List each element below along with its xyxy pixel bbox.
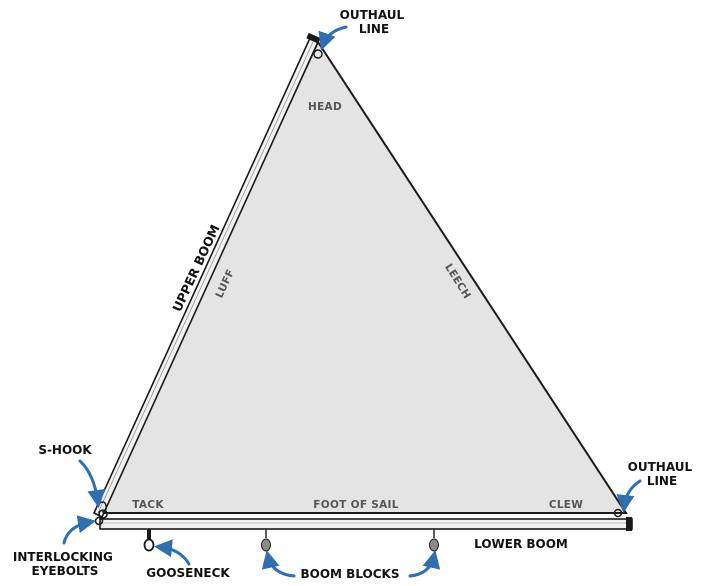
outhaul-ring-head <box>313 49 323 59</box>
label-interlocking-eyebolts-2: EYEBOLTS <box>32 564 99 578</box>
label-outhaul-line-top: OUTHAUL LINE <box>340 8 409 36</box>
label-outhaul-line-top-2: LINE <box>359 22 389 36</box>
arrow-s-hook <box>78 459 106 508</box>
label-outhaul-line-top-1: OUTHAUL <box>340 8 405 22</box>
label-outhaul-line-right-1: OUTHAUL <box>628 460 693 474</box>
sail-label-clew: CLEW <box>549 499 583 511</box>
upper-boom-highlight <box>97 41 314 514</box>
label-interlocking-eyebolts: INTERLOCKING EYEBOLTS <box>13 550 117 578</box>
arrow-boom-block-left <box>261 550 296 578</box>
arrow-outhaul-right <box>616 479 642 513</box>
label-interlocking-eyebolts-1: INTERLOCKING <box>13 550 113 564</box>
label-outhaul-line-right: OUTHAUL LINE <box>628 460 697 488</box>
lower-boom-end-cap <box>626 517 632 531</box>
arrow-gooseneck <box>154 539 191 566</box>
label-s-hook: S-HOOK <box>38 443 92 457</box>
arrow-boom-block-right <box>408 550 441 578</box>
gooseneck <box>143 538 155 552</box>
lower-boom <box>99 518 633 530</box>
label-lower-boom: LOWER BOOM <box>474 537 568 551</box>
upper-boom-end-cap <box>306 32 321 44</box>
interlocking-eyebolt <box>98 509 108 519</box>
label-boom-blocks: BOOM BLOCKS <box>301 567 400 581</box>
sail <box>99 39 628 514</box>
boom-block-sheave <box>429 538 439 552</box>
arrow-outhaul-top <box>318 25 348 51</box>
sail-label-head: HEAD <box>308 101 342 113</box>
boom-block <box>261 529 271 552</box>
gooseneck-post <box>147 529 151 540</box>
boom-block-sheave <box>261 538 271 552</box>
sail-label-tack: TACK <box>132 499 164 511</box>
label-outhaul-line-right-2: LINE <box>647 474 677 488</box>
sail-label-foot: FOOT OF SAIL <box>313 499 398 511</box>
boom-block <box>429 529 439 552</box>
arrow-interlocking-eyebolts <box>62 515 96 545</box>
label-gooseneck: GOOSENECK <box>146 566 230 580</box>
